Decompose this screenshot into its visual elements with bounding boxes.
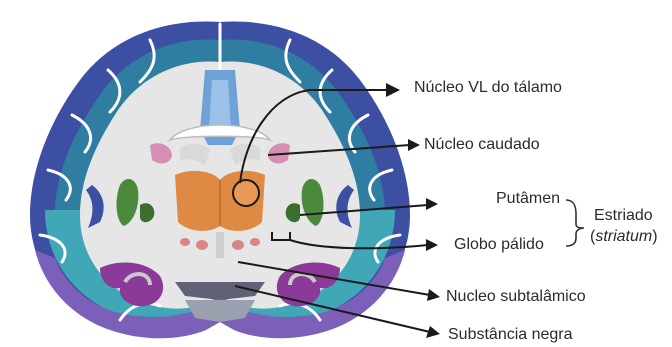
arrowhead-pallidus — [426, 239, 438, 251]
label-substantia-nigra: Substância negra — [448, 326, 573, 344]
arrowhead-caudate — [408, 139, 420, 151]
subthalamic-mid-right — [232, 240, 244, 250]
label-globus-pallidus: Globo pálido — [454, 236, 544, 254]
subthalamic-mid-left — [196, 240, 208, 250]
brain-section — [30, 22, 410, 339]
label-striatum: Estriado — [594, 207, 653, 225]
label-putamen: Putâmen — [496, 190, 560, 208]
arrowhead-nigra — [426, 326, 440, 338]
subthalamic-left — [180, 238, 190, 246]
striatum-close-paren: ) — [652, 228, 657, 245]
third-ventricle — [216, 232, 224, 258]
label-subthalamic: Nucleo subtalâmico — [446, 288, 586, 306]
label-caudate: Núcleo caudado — [424, 136, 540, 154]
arrowhead-putamen — [426, 198, 438, 210]
striatum-latin-text: striatum — [595, 228, 652, 245]
arrowhead-subthalamic — [427, 289, 440, 301]
label-vl-thalamus: Núcleo VL do tálamo — [414, 79, 562, 97]
striatum-bracket — [566, 200, 584, 246]
vl-thalamus-marker — [233, 180, 259, 206]
callosum-highlight — [209, 80, 231, 128]
arrowhead-vl — [386, 83, 400, 97]
label-striatum-latin: (striatum) — [590, 228, 658, 246]
subthalamic-right — [250, 238, 260, 246]
